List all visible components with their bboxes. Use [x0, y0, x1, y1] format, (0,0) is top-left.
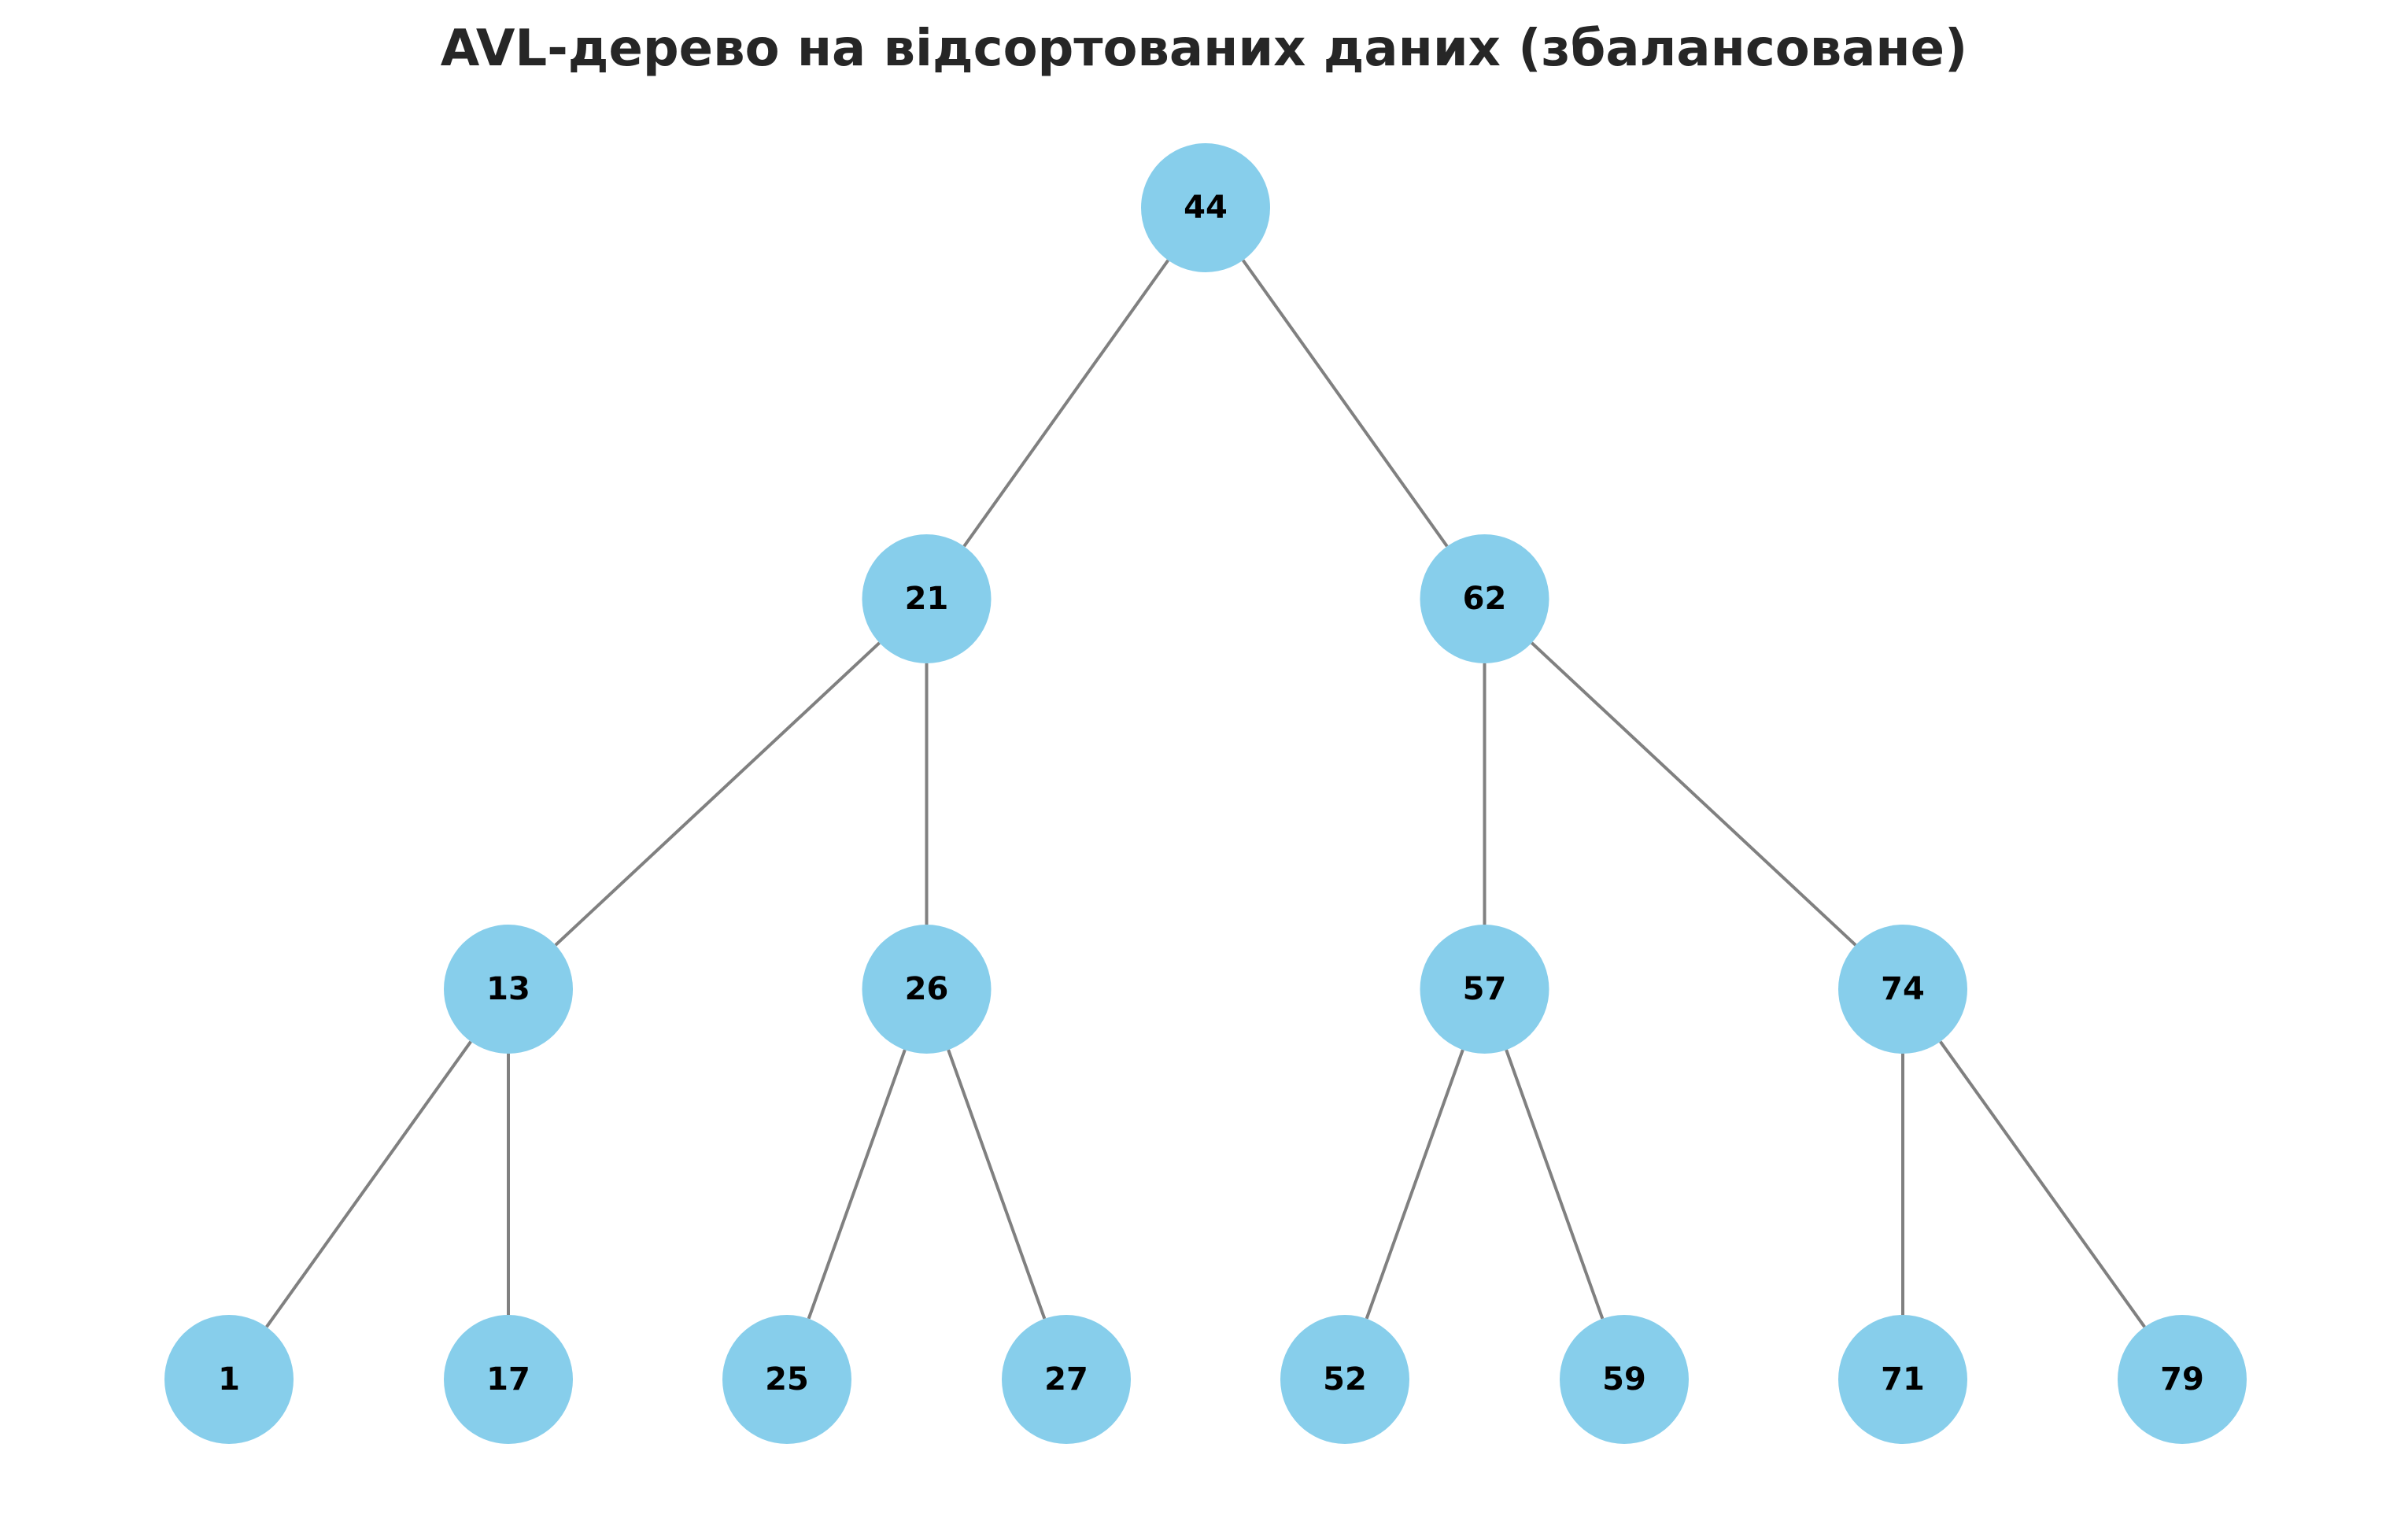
- node-circle: [444, 925, 573, 1054]
- node-circle: [1838, 925, 1967, 1054]
- tree-node-1: 1: [164, 1315, 294, 1444]
- tree-node-52: 52: [1280, 1315, 1409, 1444]
- tree-node-26: 26: [862, 925, 992, 1054]
- edge-44-62: [1241, 259, 1449, 548]
- tree-node-17: 17: [444, 1315, 573, 1444]
- node-circle: [1420, 925, 1549, 1054]
- node-circle: [1420, 534, 1549, 663]
- node-circle: [1002, 1315, 1131, 1444]
- node-label: 71: [1881, 1361, 1925, 1398]
- node-circle: [1838, 1315, 1967, 1444]
- edge-57-59: [1505, 1049, 1605, 1320]
- tree-node-21: 21: [862, 534, 992, 663]
- diagram-title: AVL-дерево на відсортованих даних (збала…: [440, 20, 1968, 78]
- node-label: 25: [765, 1361, 809, 1398]
- node-circle: [862, 925, 992, 1054]
- node-label: 79: [2160, 1361, 2204, 1398]
- edge-44-21: [962, 259, 1170, 548]
- tree-node-57: 57: [1420, 925, 1549, 1054]
- node-circle: [1280, 1315, 1409, 1444]
- node-label: 21: [905, 581, 949, 617]
- tree-node-44: 44: [1141, 143, 1270, 272]
- tree-node-79: 79: [2118, 1315, 2247, 1444]
- edge-57-52: [1365, 1049, 1464, 1320]
- nodes-layer: 1 17 13 25 27 26 21 52 59 57 71 79 74 62 44: [164, 143, 2247, 1444]
- node-label: 57: [1463, 971, 1507, 1007]
- edge-13-1: [265, 1040, 472, 1328]
- node-circle: [862, 534, 992, 663]
- node-label: 44: [1184, 190, 1228, 226]
- tree-node-62: 62: [1420, 534, 1549, 663]
- node-circle: [2118, 1315, 2247, 1444]
- edge-26-25: [807, 1049, 907, 1320]
- node-label: 74: [1881, 971, 1925, 1007]
- tree-node-71: 71: [1838, 1315, 1967, 1444]
- node-label: 17: [486, 1361, 530, 1398]
- edges-layer: [265, 259, 2146, 1328]
- node-circle: [444, 1315, 573, 1444]
- tree-node-13: 13: [444, 925, 573, 1054]
- node-label: 13: [486, 971, 530, 1007]
- node-circle: [1560, 1315, 1689, 1444]
- node-label: 59: [1602, 1361, 1646, 1398]
- tree-node-27: 27: [1002, 1315, 1131, 1444]
- node-label: 62: [1463, 581, 1507, 617]
- node-label: 27: [1044, 1361, 1088, 1398]
- node-circle: [722, 1315, 851, 1444]
- node-label: 26: [905, 971, 949, 1007]
- node-label: 52: [1323, 1361, 1367, 1398]
- edge-26-27: [947, 1049, 1047, 1320]
- tree-node-25: 25: [722, 1315, 851, 1444]
- node-label: 1: [218, 1361, 240, 1398]
- edge-62-74: [1531, 641, 1857, 947]
- tree-node-74: 74: [1838, 925, 1967, 1054]
- edge-74-79: [1939, 1040, 2146, 1328]
- tree-node-59: 59: [1560, 1315, 1689, 1444]
- node-circle: [164, 1315, 294, 1444]
- node-circle: [1141, 143, 1270, 272]
- edge-21-13: [554, 641, 881, 947]
